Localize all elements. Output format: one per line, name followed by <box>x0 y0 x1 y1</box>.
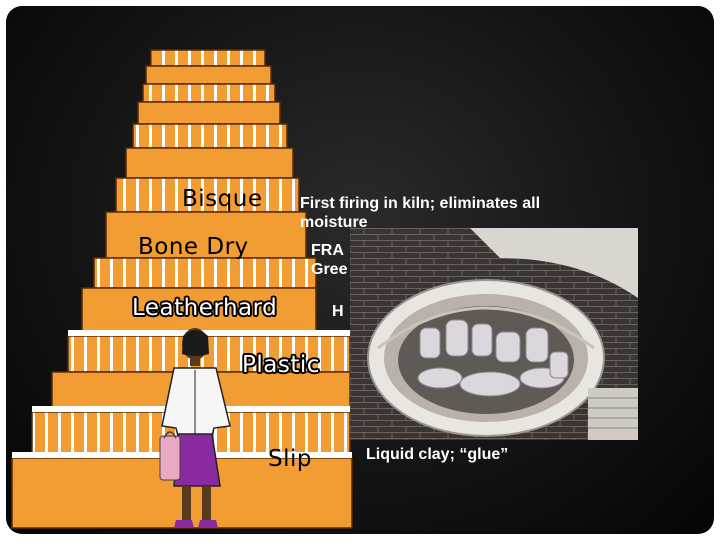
stage-label-bone-dry: Bone Dry <box>138 234 249 260</box>
stage-description-leatherhard: H <box>332 303 344 320</box>
stage-label-leatherhard: Leatherhard <box>132 295 278 321</box>
stage-label-plastic: Plastic <box>242 352 320 378</box>
step <box>93 257 317 289</box>
step <box>105 211 307 259</box>
kiln-with-bisque-pottery-photo <box>350 228 638 440</box>
stage-description-bisque: First firing in kiln; eliminates all moi… <box>300 195 541 231</box>
slide: Bisque Bone Dry Leatherhard Plastic Slip… <box>6 6 714 534</box>
stage-label-slip: Slip <box>268 446 312 472</box>
woman-climbing-stairs-illustration <box>159 328 231 528</box>
step <box>142 83 276 103</box>
step <box>132 123 288 149</box>
stage-description-bone-dry: FRA Gree <box>311 242 348 278</box>
step <box>150 49 266 67</box>
step <box>137 101 281 125</box>
stage-label-bisque: Bisque <box>182 186 263 212</box>
step <box>125 147 294 179</box>
staircase-illustration <box>11 49 353 529</box>
stage-description-slip: Liquid clay; “glue” <box>366 446 509 463</box>
step <box>145 65 272 85</box>
